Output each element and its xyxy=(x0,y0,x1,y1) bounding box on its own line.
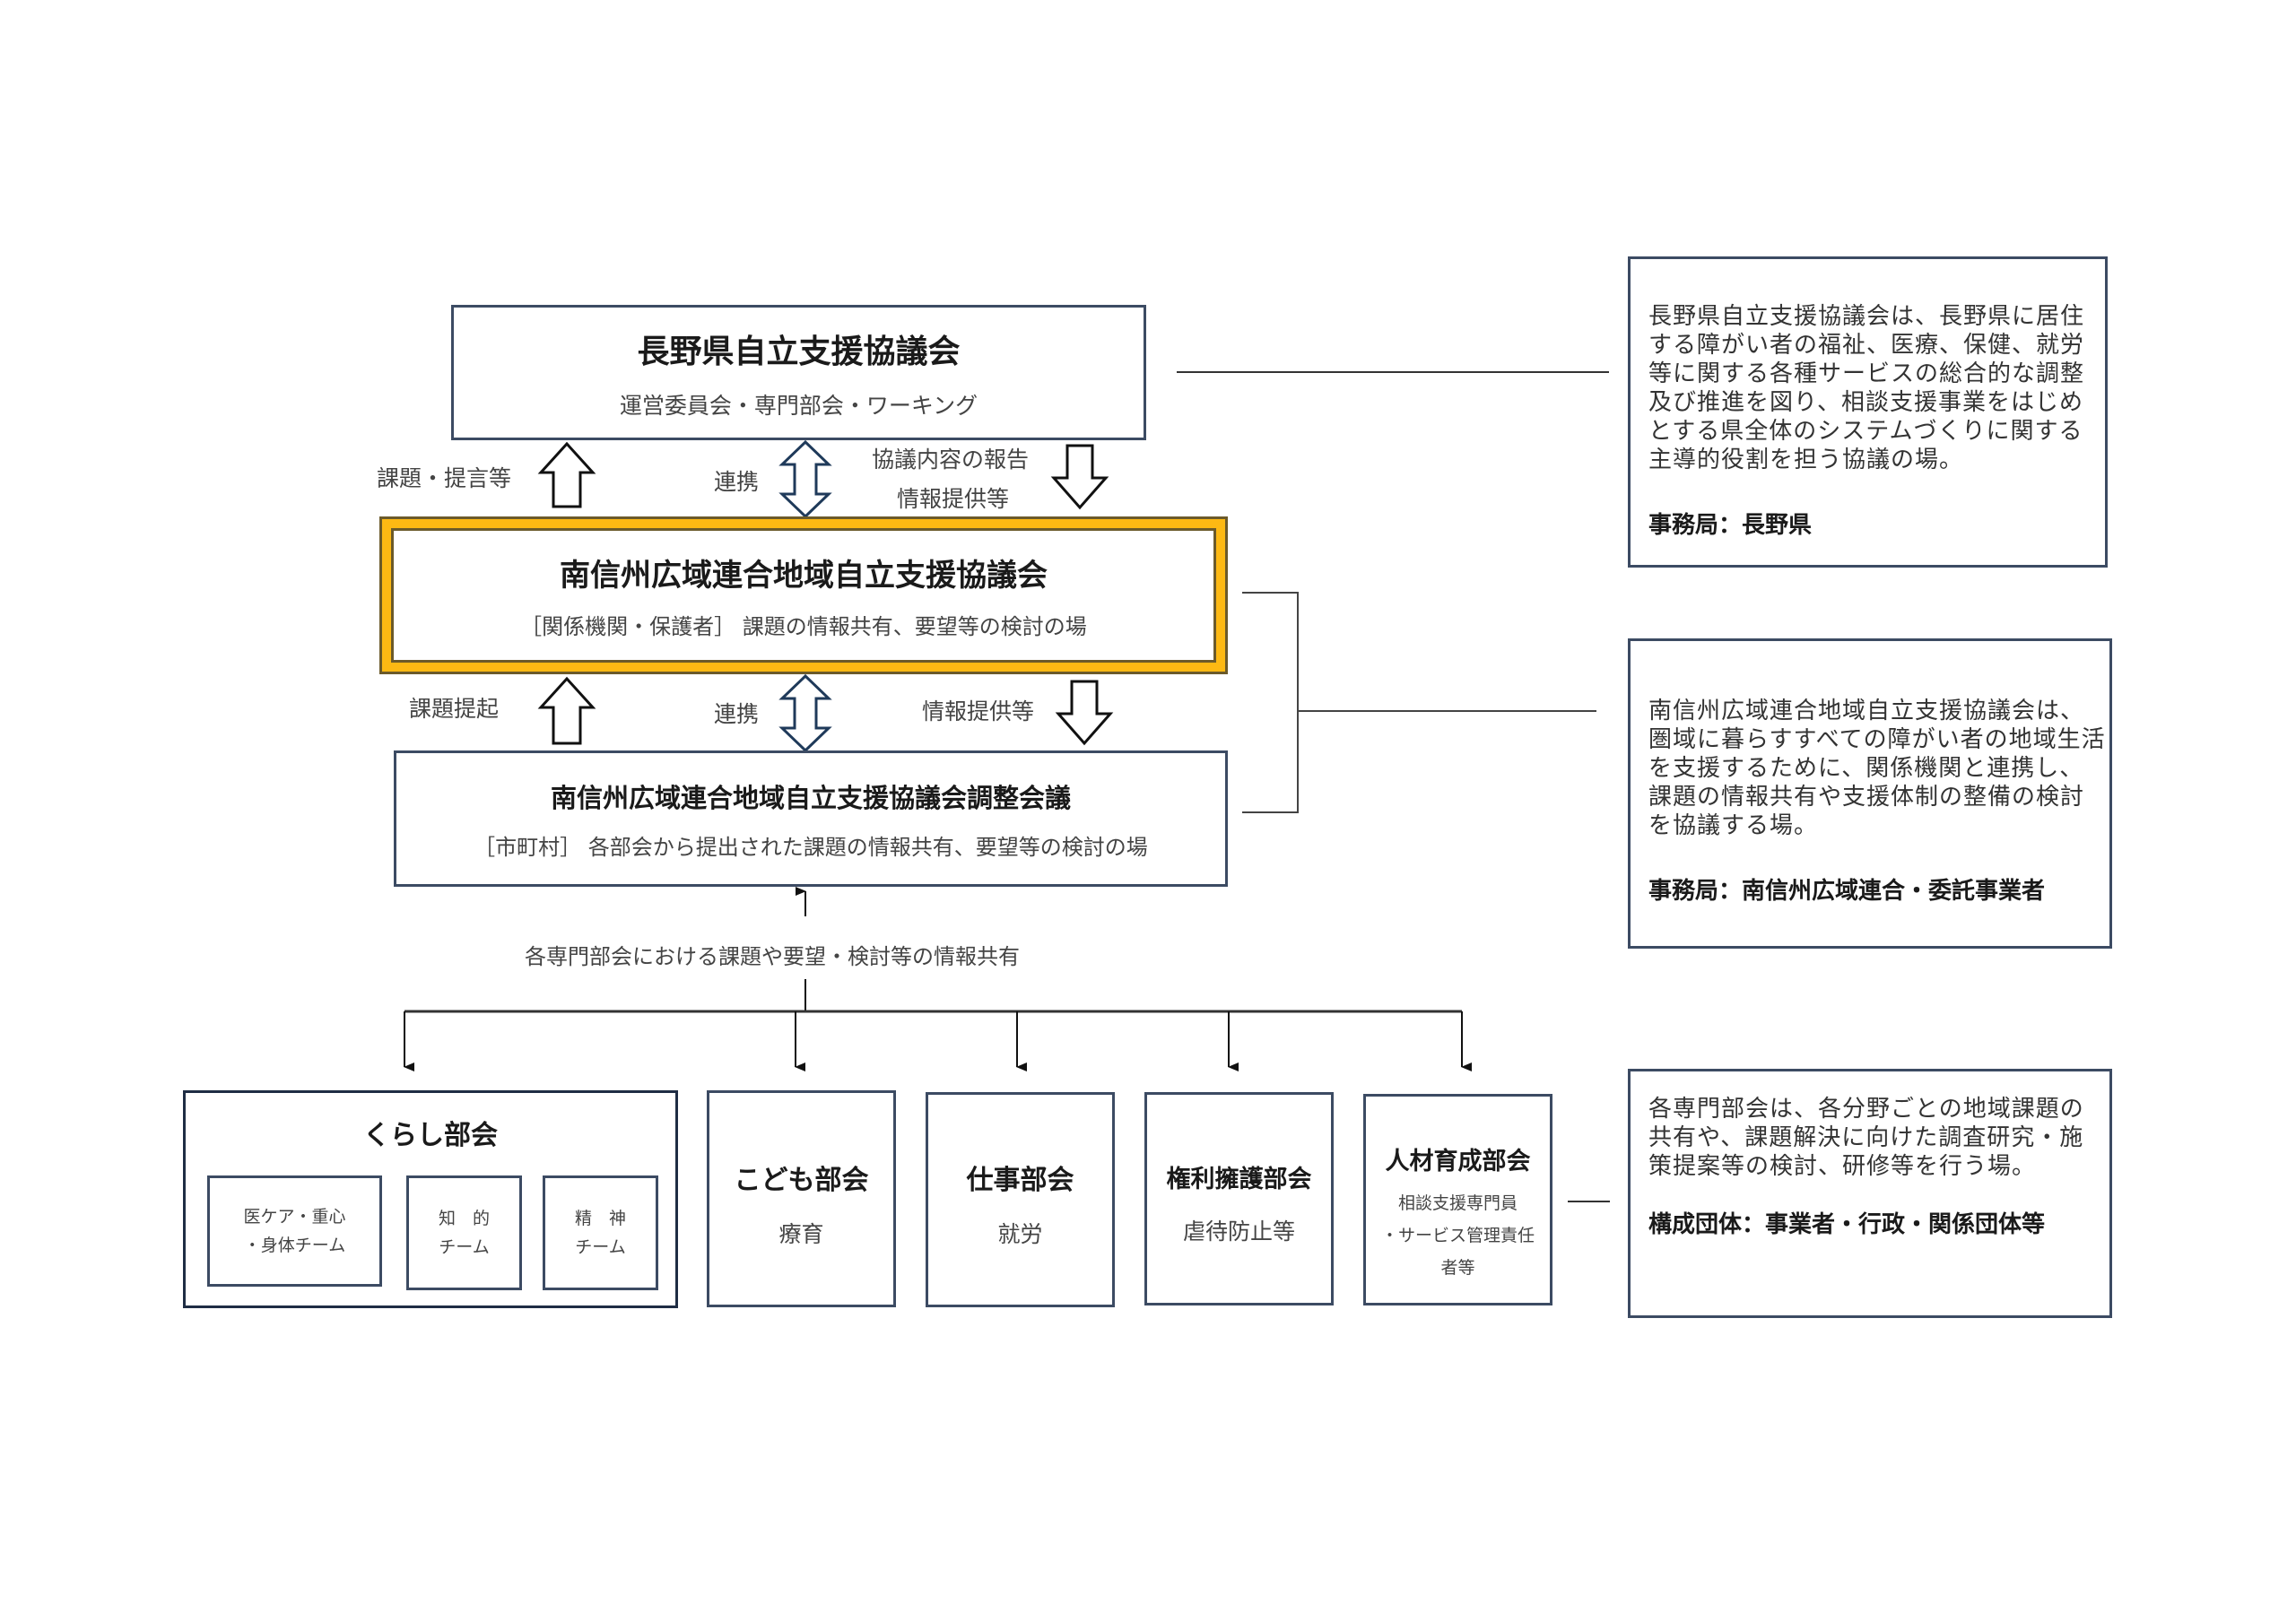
down-arrow-upper xyxy=(1050,444,1109,510)
description-nagano: 長野県自立支援協議会は、長野県に居住する障がい者の福祉、医療、保健、就労等に関す… xyxy=(1628,256,2108,568)
jinzai-title: 人材育成部会 xyxy=(1385,1148,1531,1175)
team-medical-care: 医ケア・重心 ・身体チーム xyxy=(207,1175,382,1287)
team-mental-line1: 精 神 xyxy=(574,1209,626,1228)
kenri-title: 権利擁護部会 xyxy=(1166,1166,1312,1193)
down-arrow-lower xyxy=(1055,680,1114,746)
description-regional-text: 南信州広域連合地域自立支援協議会は、圏域に暮らすすべての障がい者の地域生活を支援… xyxy=(1648,698,2106,839)
regional-council-subtitle: ［関係機関・保護者］ 課題の情報共有、要望等の検討の場 xyxy=(520,614,1087,639)
description-subcommittees: 各専門部会は、各分野ごとの地域課題の共有や、課題解決に向けた調査研究・施策提案等… xyxy=(1628,1069,2112,1318)
description-nagano-secretariat: 事務局：長野県 xyxy=(1648,512,1813,539)
label-info-lower: 情報提供等 xyxy=(922,698,1035,724)
jinzai-sub1: 相談支援専門員 xyxy=(1397,1193,1518,1213)
up-arrow-upper xyxy=(537,441,596,508)
shigoto-sub: 就労 xyxy=(997,1221,1043,1247)
kurashi-title: くらし部会 xyxy=(363,1120,498,1151)
shigoto-subcommittee-box: 仕事部会 就労 xyxy=(926,1092,1115,1307)
label-cooperation-upper: 連携 xyxy=(714,469,760,495)
coordination-meeting-subtitle: ［市町村］ 各部会から提出された課題の情報共有、要望等の検討の場 xyxy=(474,834,1148,860)
double-arrow-upper xyxy=(778,439,832,519)
team-medical-care-line2: ・身体チーム xyxy=(243,1236,346,1255)
team-medical-care-line1: 医ケア・重心 xyxy=(243,1207,346,1227)
regional-council-box: 南信州広域連合地域自立支援協議会 ［関係機関・保護者］ 課題の情報共有、要望等の… xyxy=(379,516,1228,674)
label-issues-proposals: 課題・提言等 xyxy=(377,465,512,491)
nagano-council-title: 長野県自立支援協議会 xyxy=(637,333,961,370)
nagano-council-subtitle: 運営委員会・専門部会・ワーキング xyxy=(619,392,978,419)
description-regional-secretariat: 事務局：南信州広域連合・委託事業者 xyxy=(1648,878,2046,905)
bracket-regional-desc xyxy=(1242,592,1299,813)
nagano-council-box: 長野県自立支援協議会 運営委員会・専門部会・ワーキング xyxy=(451,305,1146,440)
label-info-sharing: 各専門部会における課題や要望・検討等の情報共有 xyxy=(525,944,1020,969)
team-mental: 精 神 チーム xyxy=(543,1175,658,1290)
jinzai-subcommittee-box: 人材育成部会 相談支援専門員 ・サービス管理責任 者等 xyxy=(1363,1094,1552,1305)
description-subcommittees-members: 構成団体：事業者・行政・関係団体等 xyxy=(1648,1211,2046,1238)
description-subcommittees-text: 各専門部会は、各分野ごとの地域課題の共有や、課題解決に向けた調査研究・施策提案等… xyxy=(1648,1096,2084,1180)
double-arrow-lower xyxy=(778,673,832,753)
up-arrow-lower xyxy=(537,676,596,745)
description-regional: 南信州広域連合地域自立支援協議会は、圏域に暮らすすべての障がい者の地域生活を支援… xyxy=(1628,638,2112,949)
label-cooperation-lower: 連携 xyxy=(714,701,760,727)
jinzai-sub3: 者等 xyxy=(1440,1258,1475,1278)
team-intellectual-line1: 知 的 xyxy=(438,1209,490,1228)
kodomo-title: こども部会 xyxy=(734,1165,869,1196)
kodomo-sub: 療育 xyxy=(778,1221,824,1247)
label-info-upper: 情報提供等 xyxy=(897,486,1010,512)
team-mental-line2: チーム xyxy=(575,1237,626,1257)
kodomo-subcommittee-box: こども部会 療育 xyxy=(707,1090,896,1307)
label-raise-issues: 課題提起 xyxy=(409,696,500,722)
coordination-meeting-title: 南信州広域連合地域自立支援協議会調整会議 xyxy=(550,782,1071,813)
coordination-meeting-box: 南信州広域連合地域自立支援協議会調整会議 ［市町村］ 各部会から提出された課題の… xyxy=(394,750,1228,887)
jinzai-sub2: ・サービス管理責任 xyxy=(1380,1226,1535,1245)
regional-council-title: 南信州広域連合地域自立支援協議会 xyxy=(560,558,1048,594)
shigoto-title: 仕事部会 xyxy=(966,1165,1074,1196)
kenri-subcommittee-box: 権利擁護部会 虐待防止等 xyxy=(1144,1092,1334,1305)
description-nagano-text: 長野県自立支援協議会は、長野県に居住する障がい者の福祉、医療、保健、就労等に関す… xyxy=(1648,303,2085,473)
kenri-sub: 虐待防止等 xyxy=(1182,1219,1295,1245)
label-report: 協議内容の報告 xyxy=(872,447,1030,473)
team-intellectual: 知 的 チーム xyxy=(406,1175,522,1290)
team-intellectual-line2: チーム xyxy=(439,1237,490,1257)
kurashi-subcommittee-box: くらし部会 医ケア・重心 ・身体チーム 知 的 チーム 精 神 チーム xyxy=(183,1090,678,1308)
